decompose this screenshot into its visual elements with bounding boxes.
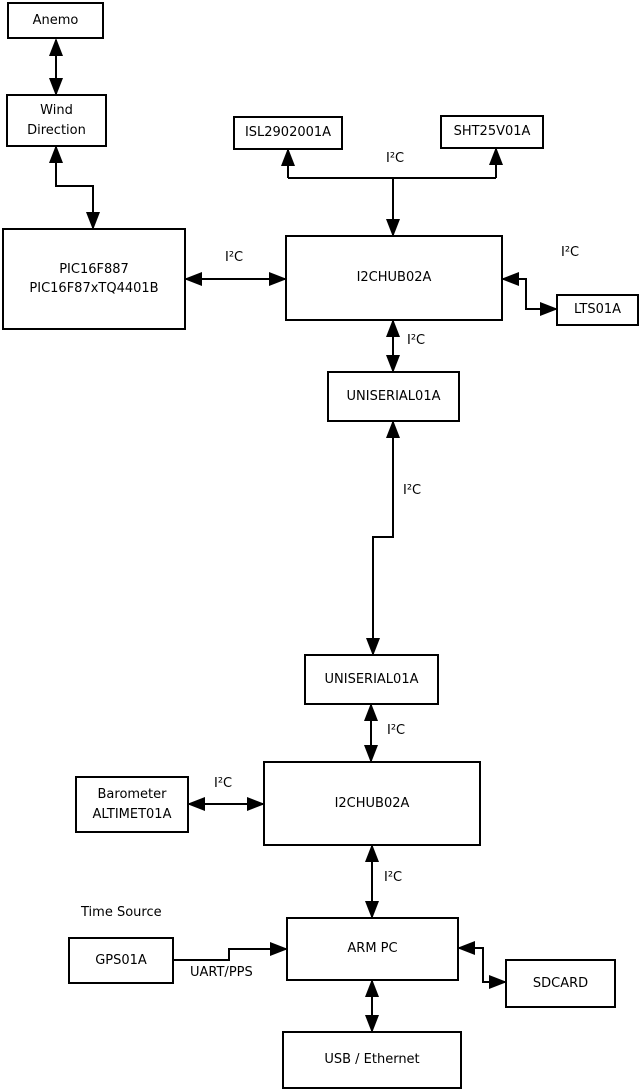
edge-label-i2c-uniserial-link: I²C xyxy=(403,483,422,498)
box-isl-sensor: ISL2902001A xyxy=(233,116,343,150)
box-arm-pc-label: ARM PC xyxy=(347,941,398,957)
box-usb-ethernet: USB / Ethernet xyxy=(282,1031,462,1089)
connector-hub1-lts xyxy=(501,272,558,316)
edge-label-i2c-uniserial-hub2: I²C xyxy=(387,723,406,738)
box-i2c-hub-upper-label: I2CHUB02A xyxy=(356,270,432,286)
edge-label-i2c-barometer: I²C xyxy=(214,776,233,791)
box-uniserial-upper: UNISERIAL01A xyxy=(327,371,460,422)
box-anemometer-label: Anemo xyxy=(32,12,79,28)
box-isl-sensor-label: ISL2902001A xyxy=(244,125,332,141)
label-time-source: Time Source xyxy=(81,905,162,920)
box-gps: GPS01A xyxy=(68,937,174,984)
connector-wind-pic xyxy=(49,145,100,230)
box-sdcard: SDCARD xyxy=(505,959,616,1008)
box-lts-sensor-label: LTS01A xyxy=(573,302,622,318)
box-i2c-hub-lower: I2CHUB02A xyxy=(263,761,481,846)
connector-armpc-sdcard xyxy=(457,941,507,989)
box-pic-microcontroller-label: PIC16F887 PIC16F87xTQ4401B xyxy=(29,261,159,297)
edge-label-i2c-hub2-armpc: I²C xyxy=(384,870,403,885)
box-arm-pc: ARM PC xyxy=(286,917,459,981)
box-gps-label: GPS01A xyxy=(95,952,147,968)
edge-label-uart-pps: UART/PPS xyxy=(190,965,253,980)
box-i2c-hub-lower-label: I2CHUB02A xyxy=(334,795,410,811)
box-usb-ethernet-label: USB / Ethernet xyxy=(324,1052,420,1068)
edge-label-i2c-pic-hub: I²C xyxy=(225,250,244,265)
box-uniserial-lower-label: UNISERIAL01A xyxy=(324,671,419,687)
box-sdcard-label: SDCARD xyxy=(532,975,589,991)
box-i2c-hub-upper: I2CHUB02A xyxy=(285,235,503,321)
edge-label-i2c-lts: I²C xyxy=(561,245,580,260)
box-uniserial-upper-label: UNISERIAL01A xyxy=(346,388,441,404)
box-uniserial-lower: UNISERIAL01A xyxy=(304,654,439,705)
box-wind-direction-label: Wind Direction xyxy=(27,103,86,138)
box-sht-sensor: SHT25V01A xyxy=(440,115,544,149)
box-pic-microcontroller: PIC16F887 PIC16F87xTQ4401B xyxy=(2,228,186,330)
connector-uniserial1-uniserial2 xyxy=(366,420,400,656)
box-barometer-label: Barometer ALTIMET01A xyxy=(92,787,172,822)
box-sht-sensor-label: SHT25V01A xyxy=(453,124,531,140)
box-lts-sensor: LTS01A xyxy=(556,294,639,326)
edge-label-i2c-sensor-bus: I²C xyxy=(386,151,405,166)
box-anemometer: Anemo xyxy=(7,2,104,39)
edge-label-i2c-hub1-uniserial: I²C xyxy=(407,333,426,348)
connector-gps-armpc xyxy=(174,942,288,961)
box-barometer: Barometer ALTIMET01A xyxy=(75,776,189,833)
box-wind-direction: Wind Direction xyxy=(6,94,107,147)
